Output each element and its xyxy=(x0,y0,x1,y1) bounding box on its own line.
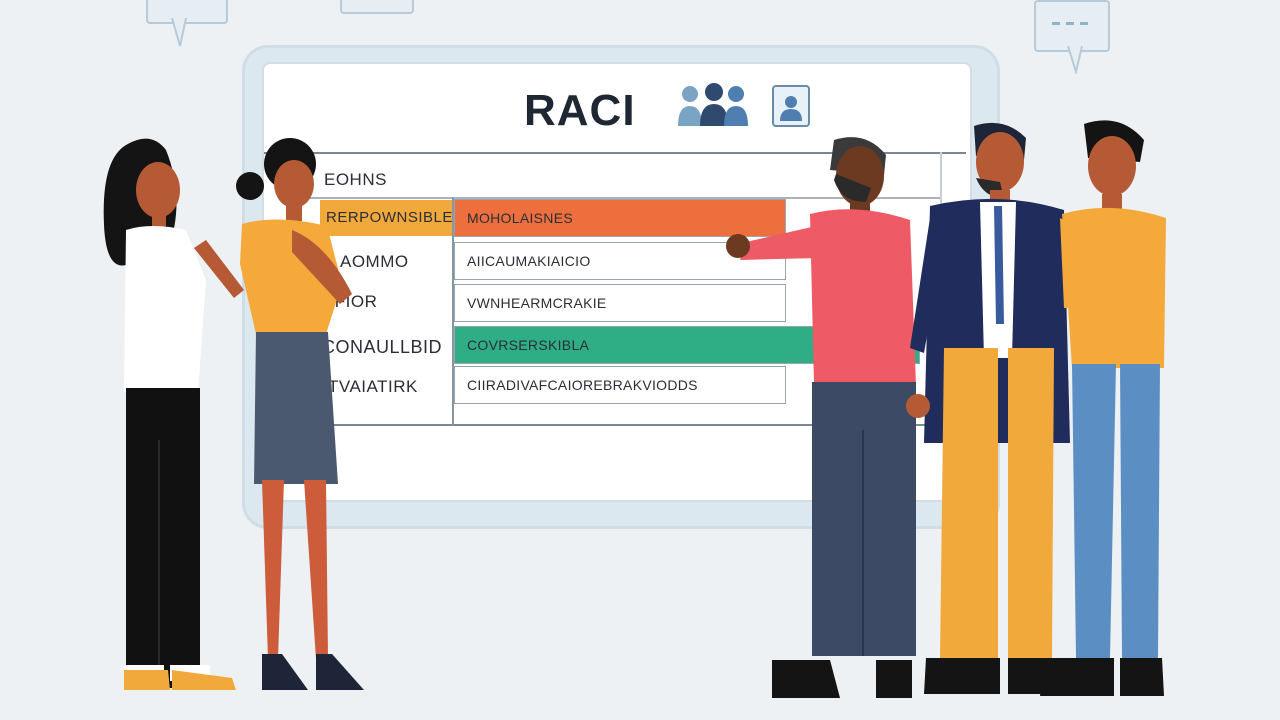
profile-icon xyxy=(772,85,810,127)
man-yellow-shirt-person xyxy=(1040,120,1166,696)
table-cell-responsible: MOHOLAISNES xyxy=(454,199,786,237)
table-divider xyxy=(452,197,454,425)
woman-ponytail-person xyxy=(236,138,364,690)
speech-bubble-icon xyxy=(146,0,228,24)
speech-bubble-icon xyxy=(1034,0,1110,52)
people-group-icon xyxy=(678,83,748,126)
responsible-label-bg xyxy=(320,200,452,236)
row-label: EOHNS xyxy=(324,170,387,189)
table-line xyxy=(300,424,940,426)
speech-bubble-tail-icon xyxy=(171,18,187,47)
table-cell: CIIRADIVAFCAIOREBRAKVIODDS xyxy=(454,366,786,404)
man-suit-person xyxy=(906,122,1070,694)
row-label: TVAIATIRK xyxy=(328,377,418,396)
speech-bubble-tail-icon xyxy=(1067,46,1083,74)
man-red-shirt-person xyxy=(726,137,916,698)
woman-curly-hair-person xyxy=(103,138,244,690)
table-header-line xyxy=(264,152,966,154)
table-line xyxy=(300,197,940,199)
bubble-dots-icon xyxy=(1052,22,1088,25)
board-title: RACI xyxy=(524,86,636,135)
row-label: CONAULLBID xyxy=(322,337,443,357)
table-cell: VWNHEARMCRAKIE xyxy=(454,284,786,322)
row-label: RERPOWNSIBLE xyxy=(326,209,453,226)
row-label: AOMMO xyxy=(340,252,409,271)
speech-bubble-icon xyxy=(340,0,414,14)
